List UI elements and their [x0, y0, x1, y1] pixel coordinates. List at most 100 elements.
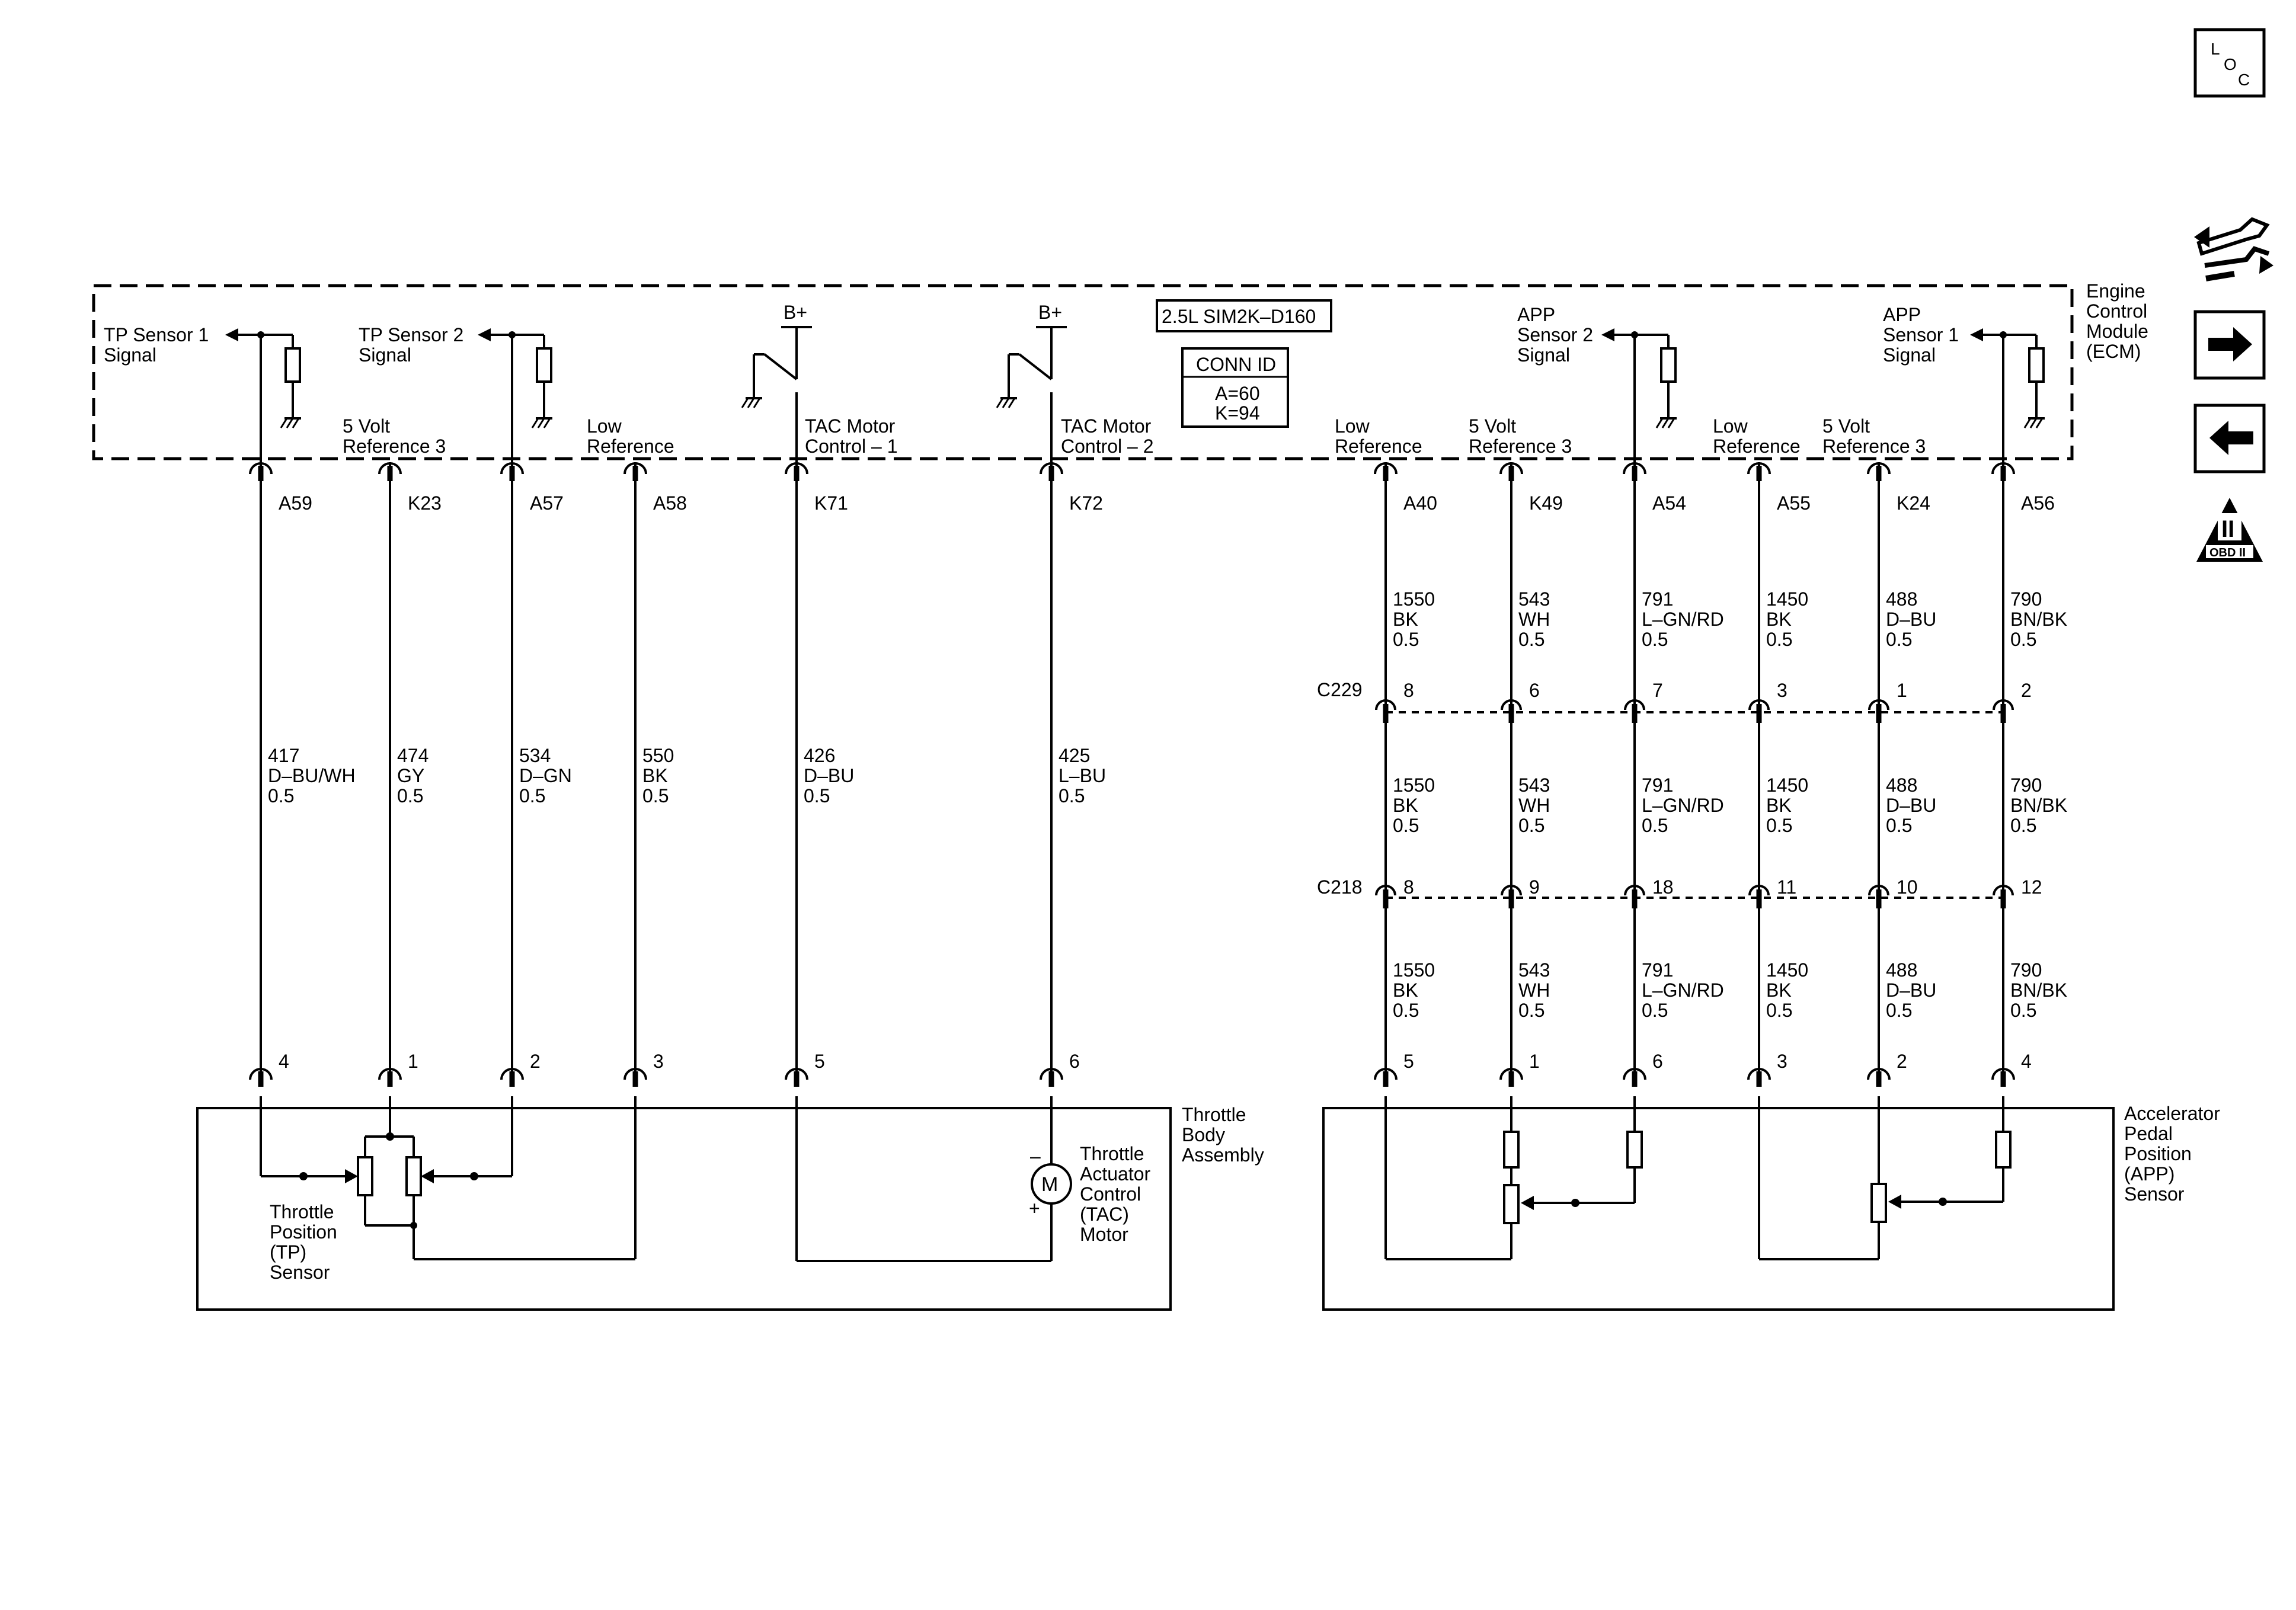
ecm-pin-A54 — [1623, 462, 1646, 475]
wire-color-1550: BK — [1393, 795, 1418, 816]
svg-text:C: C — [2238, 71, 2250, 89]
arrow-left-icon[interactable] — [2193, 404, 2266, 473]
ecm-pin-A56 — [1991, 462, 2015, 475]
svg-text:Reference 3: Reference 3 — [343, 436, 446, 457]
wire-color-425: L–BU — [1059, 765, 1106, 786]
svg-text:(TAC): (TAC) — [1080, 1204, 1129, 1225]
svg-text:Assembly: Assembly — [1182, 1144, 1264, 1166]
svg-text:O: O — [2224, 55, 2237, 73]
tb-terminal-label-4: 4 — [279, 1051, 289, 1072]
c229-pin-2 — [1993, 699, 2014, 710]
svg-text:(TP): (TP) — [270, 1241, 306, 1263]
wire-color-417: D–BU/WH — [268, 765, 356, 786]
wire-color-488: D–BU — [1886, 980, 1936, 1001]
wire-size-543: 0.5 — [1518, 1000, 1544, 1021]
svg-text:Module: Module — [2086, 321, 2148, 342]
wire-circuit-550: 550 — [642, 745, 674, 766]
c218-pin-8 — [1375, 885, 1396, 896]
svg-text:Control – 1: Control – 1 — [805, 436, 898, 457]
wire-color-791: L–GN/RD — [1642, 980, 1724, 1001]
wire-size-790: 0.5 — [2010, 1000, 2036, 1021]
wire-color-550: BK — [642, 765, 668, 786]
k23-label: 5 Volt — [343, 415, 390, 437]
svg-text:Signal: Signal — [1883, 344, 1936, 366]
wire-size-488: 0.5 — [1886, 815, 1912, 836]
wire-size-417: 0.5 — [268, 785, 294, 806]
svg-text:Actuator: Actuator — [1080, 1163, 1151, 1185]
wire-size-790: 0.5 — [2010, 815, 2036, 836]
wire-size-791: 0.5 — [1642, 1000, 1668, 1021]
wire-circuit-543: 543 — [1518, 959, 1550, 981]
wire-size-1450: 0.5 — [1766, 629, 1792, 650]
svg-text:A=60: A=60 — [1215, 383, 1260, 404]
tb-terminal-3 — [623, 1068, 647, 1080]
tp1-signal-circuit — [225, 328, 302, 474]
wire-circuit-1550: 1550 — [1393, 774, 1435, 796]
wire-size-425: 0.5 — [1059, 785, 1085, 806]
a40-label: Low — [1335, 415, 1370, 437]
tp2-label: TP Sensor 2 — [359, 324, 463, 345]
wire-size-1550: 0.5 — [1393, 815, 1419, 836]
c229-pin-6 — [1501, 699, 1522, 710]
c218-pin-label-8: 8 — [1403, 876, 1414, 898]
c218-pin-12 — [1993, 885, 2014, 896]
c218-pin-label-9: 9 — [1529, 876, 1540, 898]
wire-circuit-488: 488 — [1886, 959, 1917, 981]
app-terminal-3 — [1747, 1068, 1771, 1080]
ecm-box — [92, 284, 2074, 460]
loc-icon[interactable]: L O C — [2193, 28, 2266, 98]
svg-text:Sensor: Sensor — [2124, 1183, 2185, 1205]
tac-motor-driver-2: B+ — [996, 302, 1067, 474]
wrench-arrows-icon[interactable] — [2194, 217, 2273, 281]
wire-size-543: 0.5 — [1518, 629, 1544, 650]
pin-label-A55: A55 — [1777, 492, 1811, 514]
c218-pin-label-10: 10 — [1897, 876, 1918, 898]
wire-color-1450: BK — [1766, 980, 1792, 1001]
svg-text:L: L — [2211, 40, 2220, 58]
svg-text:Control: Control — [2086, 300, 2147, 322]
c229-pin-1 — [1868, 699, 1889, 710]
app-terminal-4 — [1991, 1068, 2015, 1080]
tp1-label: TP Sensor 1 — [104, 324, 209, 345]
engine-code: 2.5L SIM2K–D160 — [1162, 306, 1316, 327]
wire-color-791: L–GN/RD — [1642, 795, 1724, 816]
tb-terminal-label-3: 3 — [653, 1051, 664, 1072]
app-terminal-5 — [1374, 1068, 1398, 1080]
ecm-pin-K72 — [1040, 462, 1063, 475]
pin-label-A58: A58 — [653, 492, 687, 514]
wire-circuit-426: 426 — [804, 745, 835, 766]
c229-pin-8 — [1375, 699, 1396, 710]
wire-size-791: 0.5 — [1642, 629, 1668, 650]
app1-signal-circuit — [1970, 328, 2046, 474]
c229-pin-label-3: 3 — [1777, 680, 1787, 701]
ecm-pin-K24 — [1867, 462, 1891, 475]
arrow-right-icon[interactable] — [2193, 310, 2266, 380]
wire-circuit-790: 790 — [2010, 774, 2042, 796]
svg-text:II: II — [2221, 516, 2234, 542]
ecm-pin-A40 — [1374, 462, 1398, 475]
tb-terminal-2 — [500, 1068, 524, 1080]
tb-terminal-label-1: 1 — [408, 1051, 418, 1072]
app-terminal-label-3: 3 — [1777, 1051, 1787, 1072]
ecm-label: Engine Control Module (ECM) — [2086, 280, 2148, 362]
wire-circuit-791: 791 — [1642, 959, 1673, 981]
ecm-pin-K23 — [378, 462, 402, 475]
tb-terminal-4 — [249, 1068, 273, 1080]
c229-label: C229 — [1317, 679, 1363, 700]
wire-size-426: 0.5 — [804, 785, 830, 806]
pin-label-A56: A56 — [2021, 492, 2055, 514]
tac-motor-driver-1: B+ — [741, 302, 812, 474]
app2-signal-circuit — [1601, 328, 1678, 474]
wires-layer: A59417D–BU/WH0.54K23474GY0.51A57534D–GN0… — [249, 462, 2067, 1087]
app2-label: APP — [1517, 304, 1555, 325]
k24-label: 5 Volt — [1822, 415, 1870, 437]
wire-circuit-534: 534 — [519, 745, 551, 766]
wire-circuit-1550: 1550 — [1393, 959, 1435, 981]
c218-pin-9 — [1501, 885, 1522, 896]
wire-circuit-1550: 1550 — [1393, 588, 1435, 610]
c218-pin-11 — [1748, 885, 1770, 896]
svg-text:Reference 3: Reference 3 — [1822, 436, 1926, 457]
k71-label: TAC Motor — [805, 415, 896, 437]
obd-ii-icon[interactable]: II OBD II — [2196, 498, 2263, 562]
